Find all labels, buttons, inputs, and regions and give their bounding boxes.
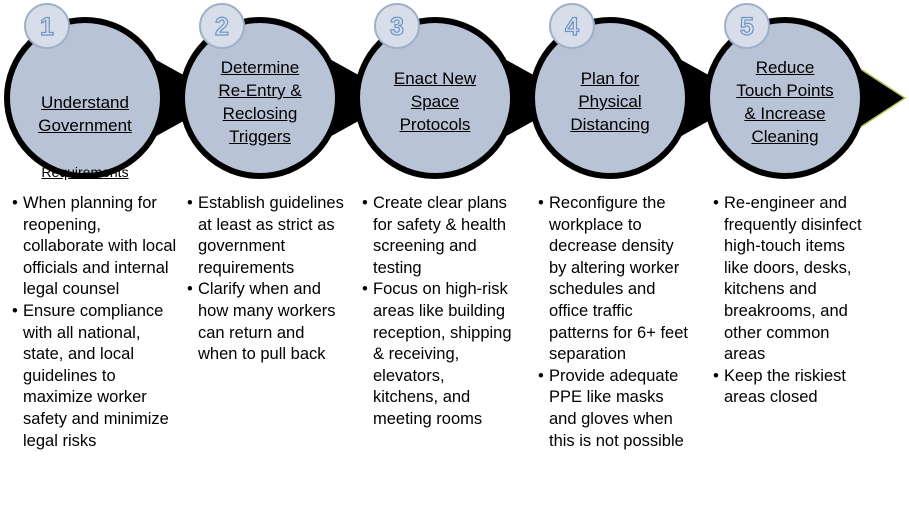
step-circle (4, 17, 166, 179)
step-circle (179, 17, 341, 179)
step-number: 5 (740, 13, 754, 41)
step-3-title: Enact New Space Protocols (393, 69, 477, 134)
step-4-title: Plan for Physical Distancing (570, 69, 650, 134)
step-5-stage: 5 (704, 3, 907, 179)
list-item: Create clear plans for safety & health s… (362, 193, 512, 279)
step-number-badge (199, 3, 245, 49)
process-flow-diagram: 1 2 3 4 5 (4, 3, 907, 179)
step-4-details: Reconfigure the workplace to decrease de… (538, 193, 690, 452)
list-item: Re-engineer and frequently disinfect hig… (713, 193, 873, 366)
list-item: Focus on high-risk areas like building r… (362, 279, 512, 430)
list-item: Clarify when and how many workers can re… (187, 279, 347, 365)
step-2-details: Establish guidelines at least as strict … (187, 193, 347, 366)
step-1-details: When planning for reopening, collaborate… (12, 193, 177, 452)
step-number-badge (549, 3, 595, 49)
step-circle (704, 17, 866, 179)
list-item: Reconfigure the workplace to decrease de… (538, 193, 690, 366)
list-item: Ensure compliance with all national, sta… (12, 301, 177, 452)
step-3-stage: 3 (354, 3, 575, 179)
step-number: 2 (215, 13, 229, 41)
step-3-details: Create clear plans for safety & health s… (362, 193, 512, 431)
step-4-stage: 4 (529, 3, 750, 179)
step-2-stage: 2 (179, 3, 400, 179)
list-item: Establish guidelines at least as strict … (187, 193, 347, 279)
list-item: Keep the riskiest areas closed (713, 366, 873, 409)
step-number: 1 (40, 13, 54, 41)
step-circle (354, 17, 516, 179)
step-number-badge (24, 3, 70, 49)
step-circle (529, 17, 691, 179)
step-number: 4 (565, 13, 579, 41)
step-1-stage: 1 (4, 3, 225, 179)
step-number-badge (724, 3, 770, 49)
step-number: 3 (390, 13, 404, 41)
step-5-details: Re-engineer and frequently disinfect hig… (713, 193, 873, 409)
step-number-badge (374, 3, 420, 49)
step-2-title: Determine Re-Entry & Reclosing Triggers (218, 58, 302, 146)
list-item: When planning for reopening, collaborate… (12, 193, 177, 301)
step-1-title: Understand Government Requirements (38, 93, 132, 180)
step-5-title: Reduce Touch Points & Increase Cleaning (736, 58, 834, 146)
list-item: Provide adequate PPE like masks and glov… (538, 366, 690, 452)
